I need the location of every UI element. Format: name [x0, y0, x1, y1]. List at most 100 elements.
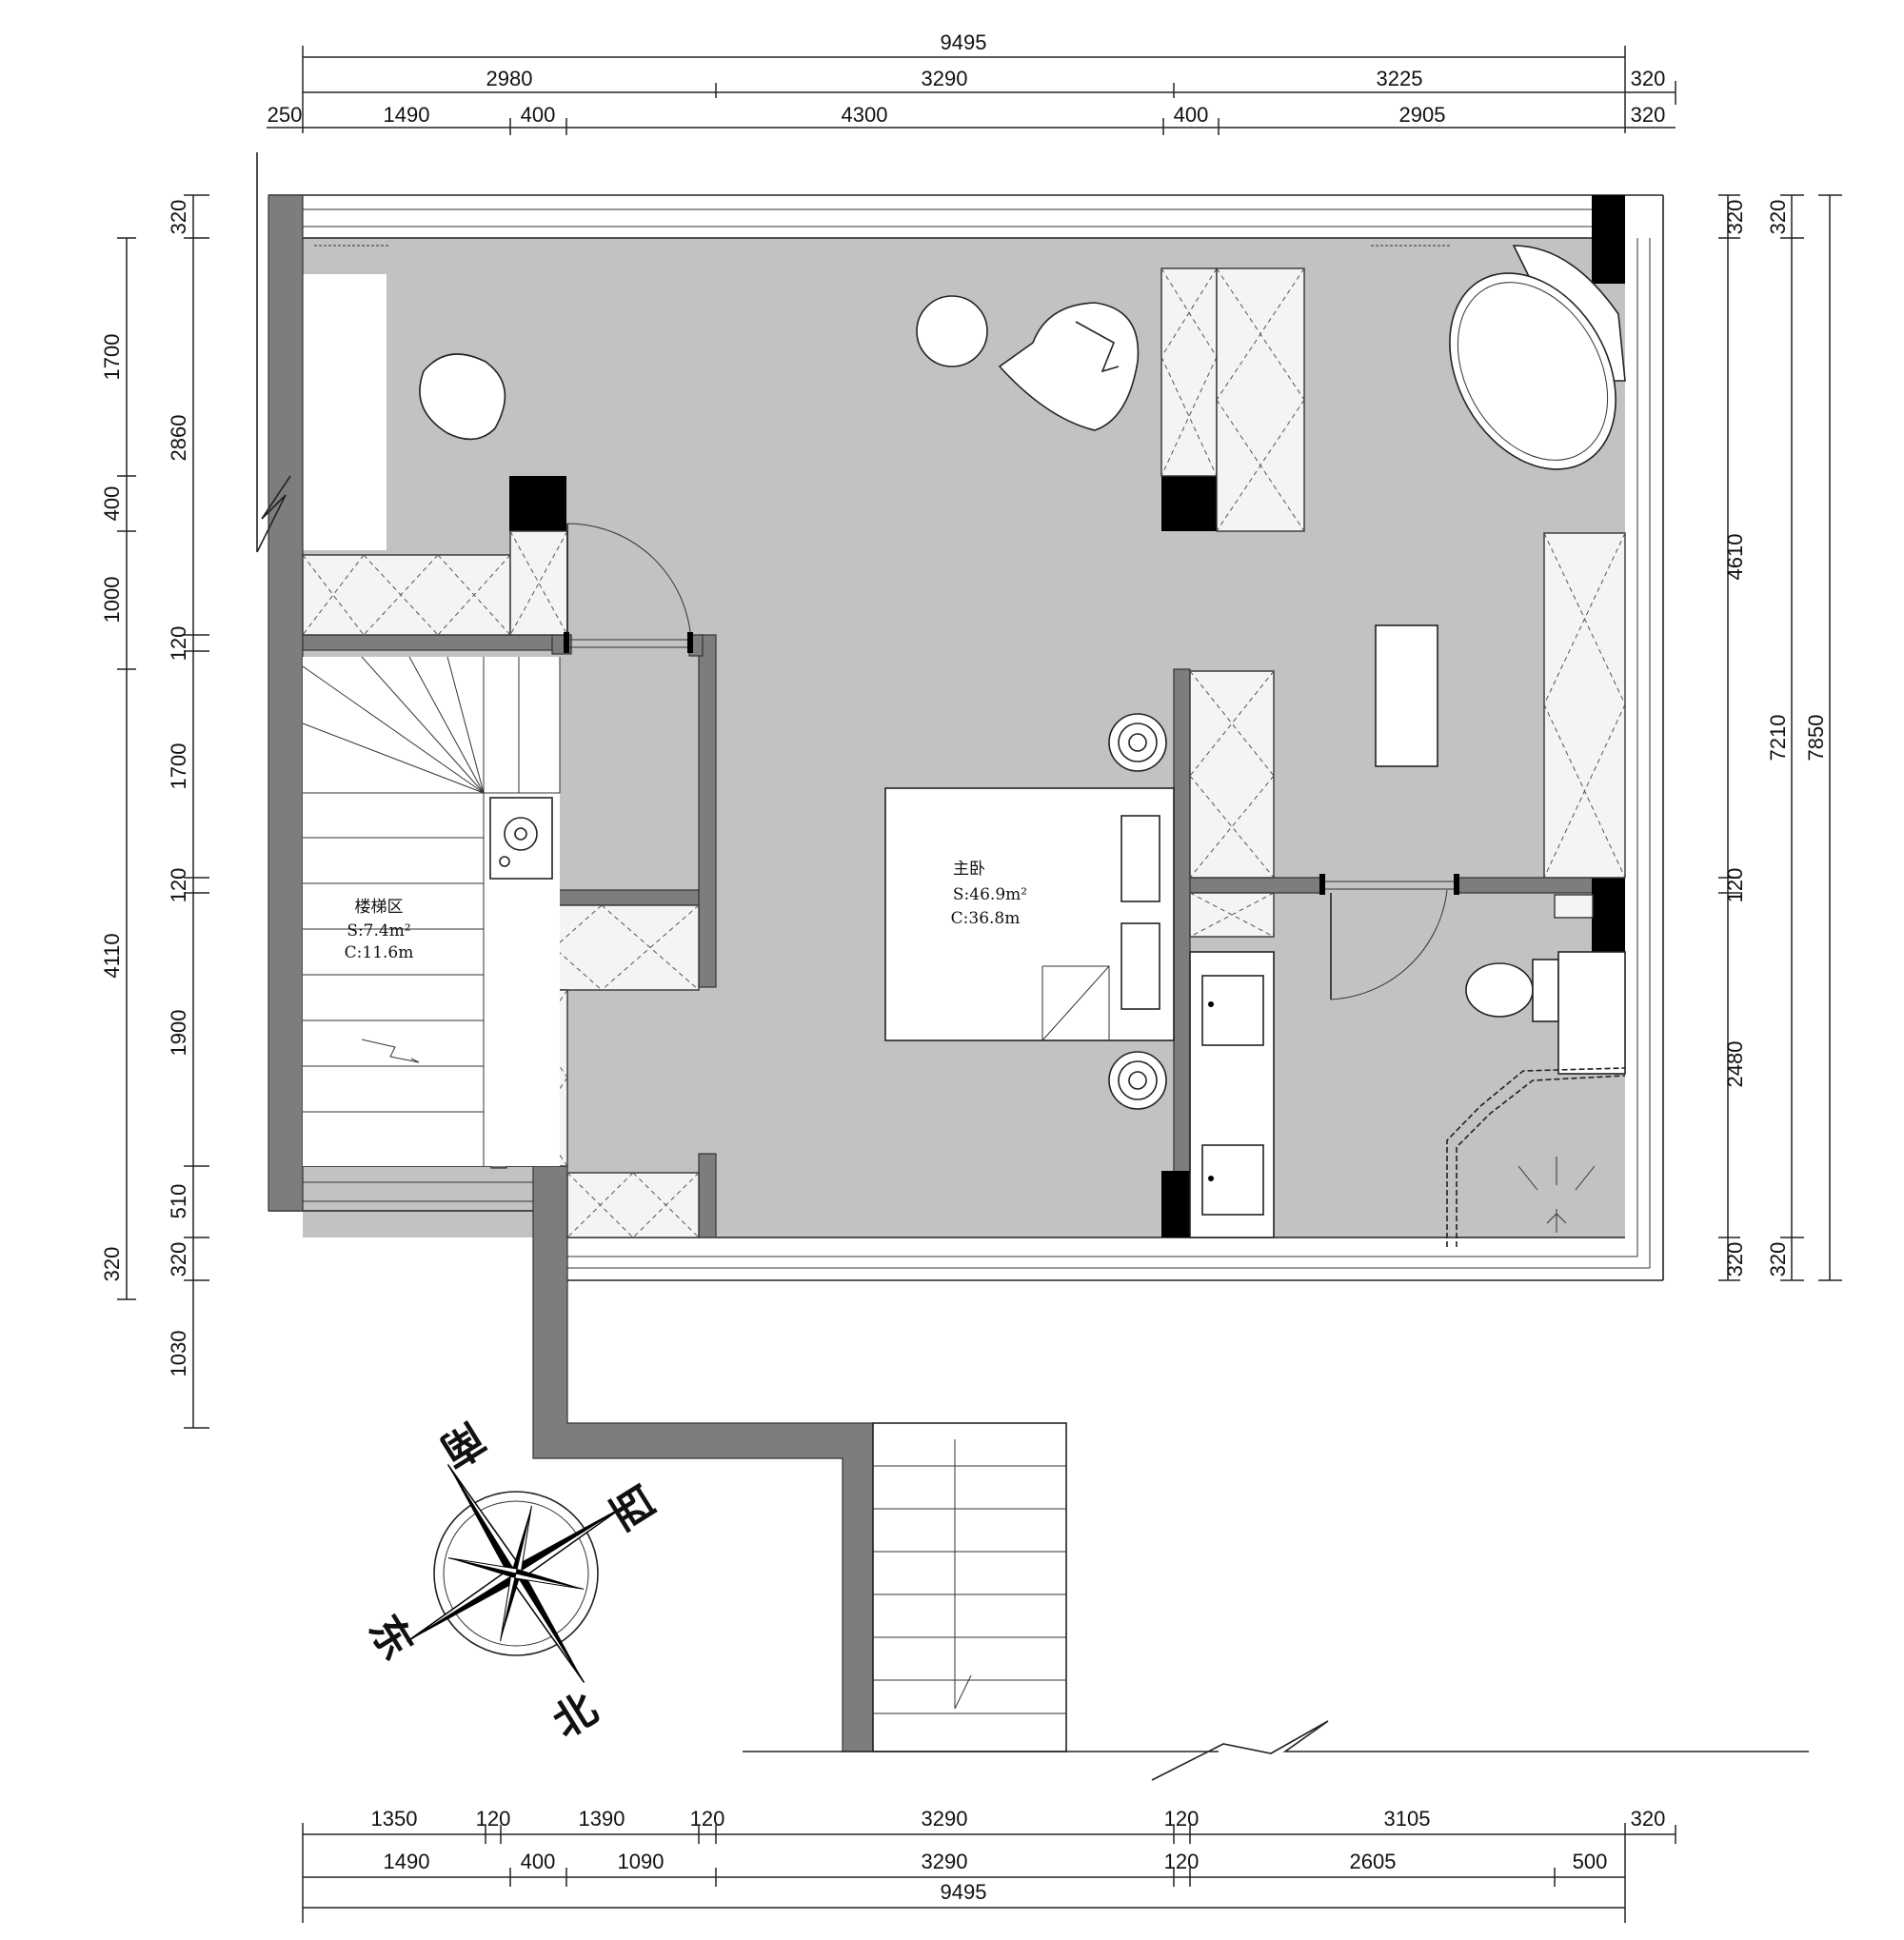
- top-dimensions: 9495 2980 3290 3225 320 250 1490 400 430…: [267, 30, 1676, 135]
- dim-left-2860: 2860: [167, 415, 190, 462]
- dim-bot-1490: 1490: [384, 1850, 430, 1873]
- door-bedroom-swing: [566, 523, 692, 648]
- wall-entry-stair: [532, 1165, 874, 1752]
- column-bath-right: [1592, 878, 1625, 952]
- compass-north: 北: [545, 1684, 605, 1748]
- dim-top-b: 3290: [922, 67, 968, 90]
- column-bath-bottom: [1161, 1171, 1190, 1237]
- dim-top-a: 2980: [486, 67, 533, 90]
- dim-right-120: 120: [1723, 868, 1747, 903]
- dim-left-4110: 4110: [100, 933, 124, 978]
- dim-left-1900: 1900: [167, 1010, 190, 1057]
- wall-bath-top-b: [1456, 877, 1610, 894]
- room-stair-name: 楼梯区: [355, 898, 404, 917]
- column-mid-left: [509, 476, 566, 531]
- dim-bot-1090: 1090: [618, 1850, 664, 1873]
- dim-top-g: 400: [521, 103, 556, 127]
- dim-bot-400: 400: [521, 1850, 556, 1873]
- left-dimensions: 1700 400 1000 4110 320 320 2860 120 1700…: [100, 194, 209, 1429]
- dim-bot-1350: 1350: [371, 1807, 418, 1831]
- dim-top-total: 9495: [941, 30, 987, 54]
- compass-south: 南: [432, 1413, 493, 1476]
- dim-top-h: 4300: [842, 103, 888, 127]
- wall-bath-left: [1173, 668, 1191, 1238]
- wall-bath-top-a: [1189, 877, 1322, 894]
- room-stair-perimeter: C:11.6m: [345, 943, 414, 962]
- dim-right-320c: 320: [1766, 200, 1790, 235]
- dim-top-j: 2905: [1399, 103, 1446, 127]
- dim-right-7210: 7210: [1766, 715, 1790, 762]
- break-lines: [256, 245, 1452, 553]
- nightstand-bottom: [1108, 1051, 1167, 1110]
- dim-left-1030: 1030: [167, 1331, 190, 1377]
- dim-right-2480: 2480: [1723, 1041, 1747, 1088]
- columns: [509, 195, 1625, 1237]
- dim-bot-120c: 120: [1164, 1807, 1200, 1831]
- dim-bot-2605: 2605: [1350, 1850, 1397, 1873]
- dim-left-1700: 1700: [100, 334, 124, 381]
- room-master-area: S:46.9m²: [953, 885, 1027, 904]
- compass-west: 西: [602, 1476, 665, 1537]
- toilet: [1465, 962, 1534, 1018]
- right-dimensions: 320 4610 120 2480 320 320 7210 320 7850: [1718, 194, 1842, 1281]
- dim-left-1700b: 1700: [167, 743, 190, 790]
- wall-stair-top: [302, 634, 572, 651]
- column-top-right: [1592, 195, 1625, 284]
- dim-top-i: 400: [1174, 103, 1209, 127]
- dim-bot-3290b: 3290: [922, 1850, 968, 1873]
- dim-bot-3290a: 3290: [922, 1807, 968, 1831]
- dim-left-120a: 120: [167, 626, 190, 662]
- stairs-interior: [302, 656, 561, 1166]
- dim-bot-120a: 120: [476, 1807, 511, 1831]
- dim-left-120b: 120: [167, 868, 190, 903]
- dim-top-k: 320: [1631, 103, 1666, 127]
- dim-top-e: 250: [268, 103, 303, 127]
- dim-top-f: 1490: [384, 103, 430, 127]
- dim-right-7850: 7850: [1804, 715, 1828, 762]
- cabinets: [302, 267, 1626, 1238]
- washing-machine: [489, 797, 553, 880]
- doors: [564, 523, 1459, 1000]
- dim-left-510: 510: [167, 1184, 190, 1219]
- dim-bot-3105: 3105: [1384, 1807, 1431, 1831]
- shower-enclosure: [1456, 1075, 1626, 1247]
- dim-top-d: 320: [1631, 67, 1666, 90]
- room-master-name: 主卧: [953, 860, 985, 879]
- dim-bot-120d: 120: [1164, 1850, 1200, 1873]
- bottom-dimensions: 1350 120 1390 120 3290 120 3105 320 1490…: [302, 1807, 1676, 1923]
- shower-head-icon: [1517, 1157, 1596, 1233]
- desk: [1375, 624, 1438, 767]
- dim-right-320d: 320: [1766, 1242, 1790, 1277]
- stairs-exterior: [743, 1422, 1809, 1781]
- bathtub: [1449, 272, 1616, 470]
- wall-left: [268, 194, 304, 1212]
- dim-bot-total: 9495: [941, 1880, 987, 1904]
- dim-bot-120b: 120: [690, 1807, 725, 1831]
- dim-left-320c: 320: [167, 1242, 190, 1277]
- compass-east: 东: [359, 1607, 423, 1668]
- round-table: [916, 295, 988, 367]
- dim-left-400: 400: [100, 486, 124, 522]
- dim-top-c: 3225: [1377, 67, 1423, 90]
- dim-right-320b: 320: [1723, 1242, 1747, 1277]
- dim-left-320b: 320: [100, 1247, 124, 1282]
- room-stair-area: S:7.4m²: [347, 921, 410, 940]
- furniture: [419, 245, 1626, 1247]
- dim-left-1000: 1000: [100, 577, 124, 624]
- dim-left-320a: 320: [167, 200, 190, 235]
- wall-bedroom-left: [698, 634, 717, 988]
- chair-left: [419, 353, 506, 441]
- door-bath-swing: [1330, 889, 1448, 1000]
- dim-right-4610: 4610: [1723, 534, 1747, 581]
- column-top-mid: [1161, 476, 1217, 531]
- wall-bottom-mid: [698, 1153, 717, 1238]
- dim-right-320a: 320: [1723, 200, 1747, 235]
- dim-bot-500: 500: [1573, 1850, 1608, 1873]
- dim-bot-320: 320: [1631, 1807, 1666, 1831]
- room-master-perimeter: C:36.8m: [951, 909, 1021, 928]
- toilet-partition: [1557, 951, 1626, 1075]
- lounge-chair: [998, 302, 1140, 431]
- dim-bot-1390: 1390: [579, 1807, 625, 1831]
- room-labels: 主卧 S:46.9m² C:36.8m 楼梯区 S:7.4m² C:11.6m: [345, 860, 1027, 962]
